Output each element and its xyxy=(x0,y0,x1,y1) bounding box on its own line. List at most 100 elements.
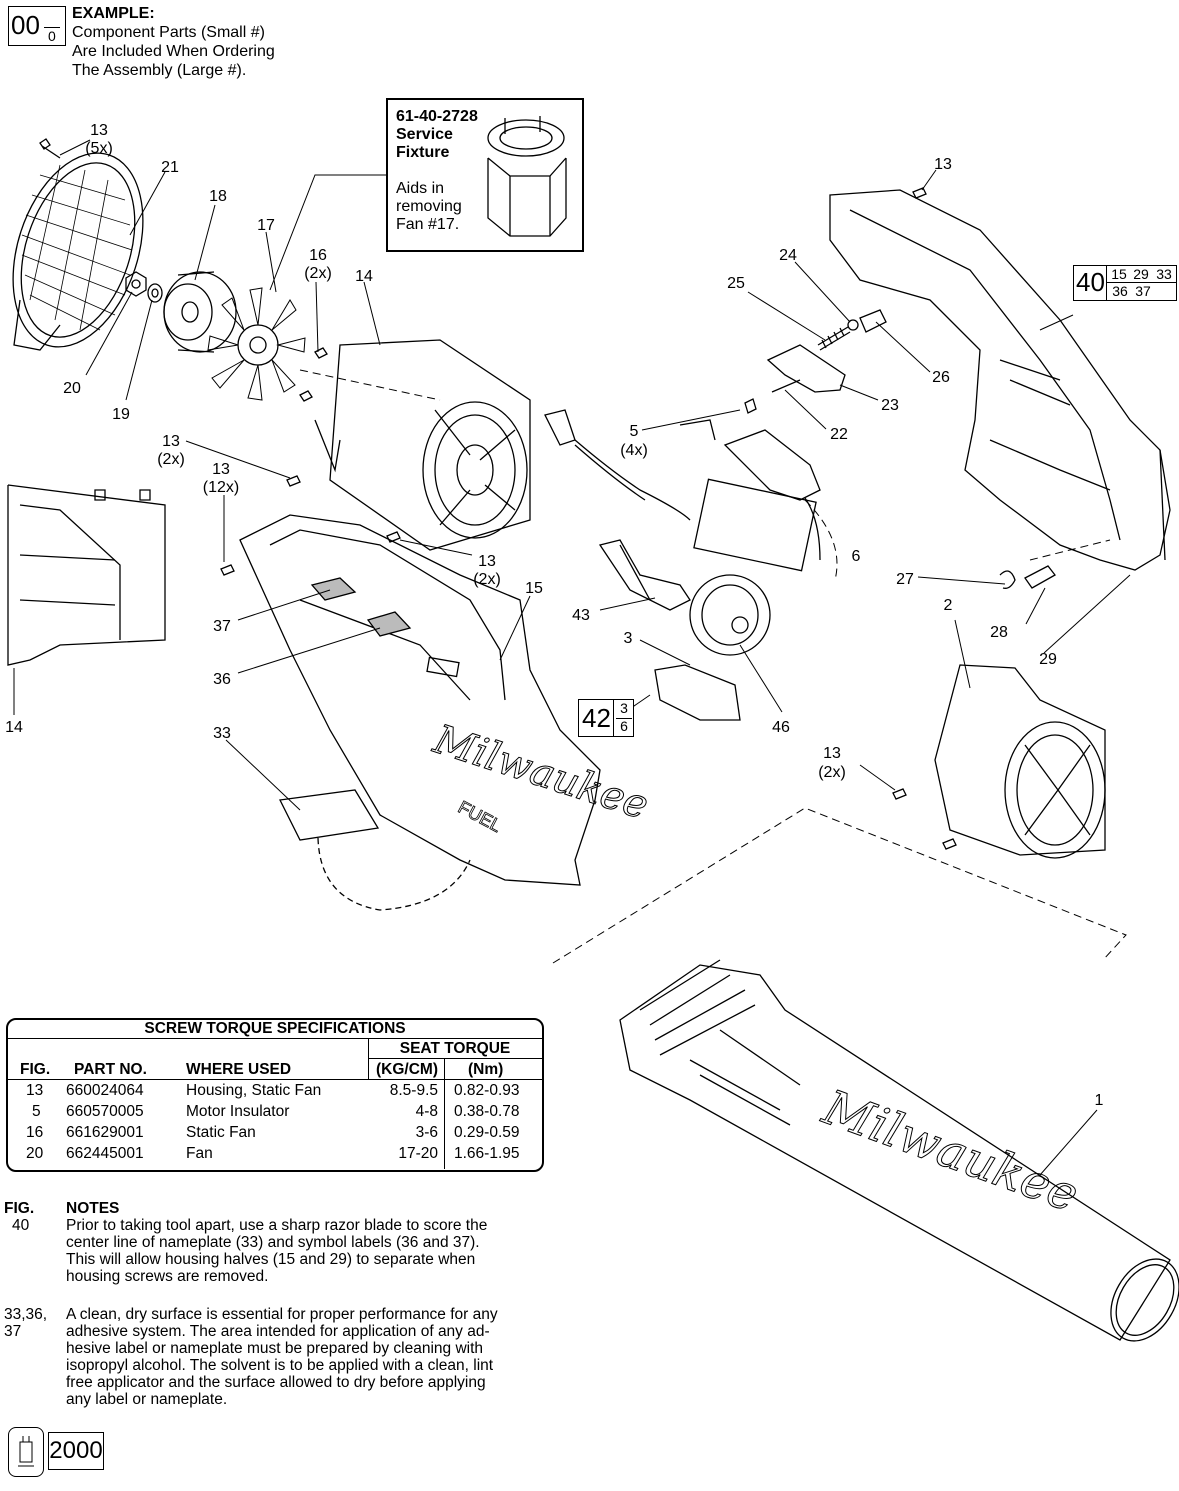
callout-21: 21 xyxy=(161,159,179,176)
note-fig: 40 xyxy=(12,1217,30,1234)
callout-36: 36 xyxy=(213,671,231,688)
service-fixture-box: 61-40-2728 Service Fixture Aids in remov… xyxy=(386,98,584,252)
callout-5: 5 xyxy=(630,423,639,440)
torque-row-where-used: Motor Insulator xyxy=(186,1103,290,1120)
callout-46: 46 xyxy=(772,719,790,736)
left-housing-section-part xyxy=(7,484,166,666)
service-fixture-part-number: 61-40-2728 xyxy=(396,108,478,125)
kit-42-number: 42 xyxy=(582,703,611,733)
kit-box-40: 40 15 29 33 36 37 xyxy=(1073,265,1177,301)
example-line-2: Are Included When Ordering xyxy=(72,43,275,60)
col-where-used-header: WHERE USED xyxy=(186,1061,292,1078)
note-line: free applicator and the surface allowed … xyxy=(66,1374,486,1391)
torque-row-kgcm: 4-8 xyxy=(415,1103,438,1120)
milwaukee-logo-nozzle: Milwaukee xyxy=(815,1079,1085,1223)
service-fixture-illustration xyxy=(487,116,567,237)
service-fixture-desc-line-1: Aids in xyxy=(396,180,445,197)
col-part-no-header: PART NO. xyxy=(74,1061,147,1078)
kit-40-part-29: 29 xyxy=(1133,266,1149,282)
torque-row-nm: 1.66-1.95 xyxy=(454,1145,520,1162)
torque-row-fig: 16 xyxy=(26,1124,44,1141)
callout-2: 2 xyxy=(944,597,953,614)
callout-20: 20 xyxy=(63,380,81,397)
grille-cover-part xyxy=(12,152,144,351)
symbol-label-37 xyxy=(310,577,357,601)
motor-insulator-part xyxy=(723,429,821,501)
service-fixture-title-line-2: Fixture xyxy=(396,144,450,161)
end-cap-part xyxy=(654,664,741,721)
fuel-logo-housing: FUEL xyxy=(455,797,505,836)
callout-18: 18 xyxy=(209,188,227,205)
static-fan-housing-part xyxy=(314,339,531,551)
callout-23: 23 xyxy=(881,397,899,414)
example-assembly-number: 00 xyxy=(11,10,40,40)
torque-table-title: SCREW TORQUE SPECIFICATIONS xyxy=(8,1020,542,1039)
example-component-number: 0 xyxy=(44,27,60,44)
service-fixture-desc-line-3: Fan #17. xyxy=(396,216,460,233)
note-line: isopropyl alcohol. The solvent is to be … xyxy=(66,1357,494,1374)
service-fixture-title-line-1: Service xyxy=(396,126,453,143)
nut-part xyxy=(125,271,147,297)
callout-13-nozzle-fan: 13 xyxy=(823,745,841,762)
callout-25: 25 xyxy=(727,275,745,292)
nameplate-33 xyxy=(279,789,380,841)
note-line: A clean, dry surface is essential for pr… xyxy=(66,1306,498,1323)
callout-14-left: 14 xyxy=(5,719,23,736)
service-fixture-desc-line-2: removing xyxy=(396,198,462,215)
torque-row-kgcm: 17-20 xyxy=(398,1145,438,1162)
note-line: Prior to taking tool apart, use a sharp … xyxy=(66,1217,488,1234)
control-board-part xyxy=(693,478,817,572)
kit-40-number: 40 xyxy=(1076,267,1105,297)
motor-stator-part xyxy=(689,574,771,656)
callout-3: 3 xyxy=(624,630,633,647)
symbol-label-36 xyxy=(366,611,412,637)
callout-26: 26 xyxy=(932,369,950,386)
torque-row-kgcm: 3-6 xyxy=(415,1124,438,1141)
callout-13-top-right: 13 xyxy=(934,156,952,173)
note-line: This will allow housing halves (15 and 2… xyxy=(66,1251,476,1268)
callout-13-qty-5x: (5x) xyxy=(85,140,113,157)
torque-row-nm: 0.29-0.59 xyxy=(454,1124,520,1141)
seat-torque-header: SEAT TORQUE xyxy=(399,1040,511,1057)
notes-header: NOTES xyxy=(66,1200,120,1217)
col-fig-header: FIG. xyxy=(20,1061,51,1078)
callout-24: 24 xyxy=(779,247,797,264)
callout-13-housing-12x: 13 xyxy=(212,461,230,478)
col-kgcm-header: (KG/CM) xyxy=(376,1061,438,1078)
note-line: center line of nameplate (33) and symbol… xyxy=(66,1234,480,1251)
note-fig-continued: 37 xyxy=(4,1323,22,1340)
torque-row-nm: 0.82-0.93 xyxy=(454,1082,520,1099)
callout-16: 16 xyxy=(309,247,327,264)
callout-13-housing-qty-2x: (2x) xyxy=(157,451,185,468)
example-line-3: The Assembly (Large #). xyxy=(72,62,247,79)
screw-torque-table: SCREW TORQUE SPECIFICATIONS SEAT TORQUE … xyxy=(6,1018,544,1172)
callout-5-qty-4x: (4x) xyxy=(620,442,648,459)
callout-13-grille: 13 xyxy=(90,122,108,139)
callout-28: 28 xyxy=(990,624,1008,641)
notes-fig-header: FIG. xyxy=(4,1200,35,1217)
callout-29: 29 xyxy=(1039,651,1057,668)
callout-13-qty-12x: (12x) xyxy=(203,479,239,496)
torque-row-where-used: Static Fan xyxy=(186,1124,256,1141)
torque-row-nm: 0.38-0.78 xyxy=(454,1103,520,1120)
note-line: hesive label or nameplate must be prepar… xyxy=(66,1340,484,1357)
kit-40-part-15: 15 xyxy=(1111,266,1127,282)
callout-37: 37 xyxy=(213,618,231,635)
blower-nozzle-part: Milwaukee xyxy=(619,959,1179,1342)
callout-17: 17 xyxy=(257,217,275,234)
callout-13-nozzle-fan-qty-2x: (2x) xyxy=(818,764,846,781)
note-body: Prior to taking tool apart, use a sharp … xyxy=(66,1217,554,1285)
page-number-box: 2000 xyxy=(48,1432,104,1470)
example-line-1: Component Parts (Small #) xyxy=(72,24,265,41)
fan-hub-part xyxy=(163,271,237,353)
callout-27: 27 xyxy=(896,571,914,588)
fan-part xyxy=(207,287,306,401)
note-body: A clean, dry surface is essential for pr… xyxy=(66,1306,554,1408)
nozzle-static-fan-part xyxy=(934,664,1106,859)
note-fig: 33,36, xyxy=(4,1306,48,1323)
torque-row-where-used: Fan xyxy=(186,1145,213,1162)
torque-row-part-no: 660024064 xyxy=(66,1082,144,1099)
kit-42-part-3: 3 xyxy=(620,700,628,716)
kit-40-part-36: 36 xyxy=(1112,283,1128,299)
kit-box-42: 42 3 6 xyxy=(578,699,634,737)
